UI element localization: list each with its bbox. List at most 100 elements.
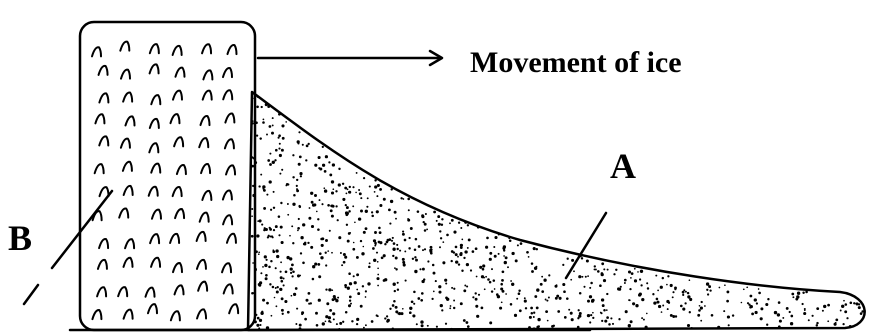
stipple-dot: [376, 260, 379, 263]
stipple-dot: [459, 251, 463, 255]
stipple-dot: [516, 297, 519, 300]
stipple-dot: [789, 322, 794, 326]
stipple-dot: [310, 224, 315, 229]
stipple-dot: [688, 311, 691, 314]
stipple-dot: [578, 312, 582, 315]
stipple-dot: [441, 309, 444, 312]
stipple-dot: [317, 155, 321, 160]
stipple-dot: [501, 289, 505, 293]
stipple-dot: [653, 301, 657, 305]
stipple-dot: [603, 309, 606, 312]
stipple-dot: [308, 207, 311, 209]
stipple-dot: [666, 308, 669, 311]
stipple-dot: [464, 220, 468, 224]
stipple-dot: [438, 285, 442, 289]
stipple-dot: [547, 296, 550, 299]
stipple-dot: [352, 247, 356, 251]
ice-caret: [119, 68, 131, 80]
deposit-outline: [246, 90, 866, 332]
stipple-dot: [297, 229, 299, 232]
stipple-dot: [280, 308, 284, 312]
stipple-dot: [452, 306, 456, 310]
stipple-dot: [401, 307, 404, 310]
stipple-dot: [260, 105, 263, 109]
stipple-dot: [342, 260, 346, 264]
stipple-dot: [356, 288, 359, 291]
stipple-dot: [518, 309, 522, 313]
stipple-dot: [827, 303, 830, 307]
stipple-dot: [336, 219, 339, 222]
stipple-dot: [569, 311, 573, 315]
stipple-dot: [318, 199, 321, 202]
stipple-dot: [355, 171, 358, 174]
movement-arrow-head: [428, 49, 444, 67]
stipple-dot: [251, 215, 253, 218]
stipple-dot: [264, 103, 268, 107]
stipple-dot: [400, 312, 404, 316]
stipple-dot: [590, 314, 593, 317]
stipple-dot: [271, 285, 275, 289]
stipple-dot: [746, 286, 749, 289]
stipple-dot: [332, 318, 335, 321]
stipple-dot: [842, 322, 845, 326]
ice-caret: [98, 135, 110, 147]
stipple-dot: [669, 283, 673, 288]
stipple-dot: [272, 228, 276, 232]
stipple-dot: [263, 228, 266, 232]
stipple-dot: [513, 313, 518, 317]
stipple-dot: [285, 121, 288, 123]
stipple-dot: [604, 319, 608, 323]
stipple-dot: [662, 304, 665, 307]
stipple-dot: [361, 252, 365, 256]
stipple-dot: [760, 307, 764, 311]
stipple-dot: [639, 269, 644, 273]
stipple-dot: [859, 312, 863, 315]
stipple-dot: [280, 148, 284, 152]
stipple-dot: [413, 290, 416, 294]
movement-label: Movement of ice: [470, 46, 682, 79]
stipple-dot: [289, 257, 293, 261]
stipple-dot: [577, 309, 580, 312]
stipple-dot: [472, 296, 475, 299]
stipple-dot: [463, 289, 467, 293]
stipple-dot: [623, 278, 627, 282]
stipple-dot: [392, 282, 396, 286]
stipple-dot: [451, 286, 454, 289]
stipple-dot: [373, 258, 377, 262]
stipple-dot: [541, 290, 545, 293]
stipple-dot: [731, 314, 735, 317]
stipple-dot: [844, 303, 848, 306]
stipple-dot: [303, 241, 307, 245]
stipple-dot: [320, 243, 324, 247]
stipple-dot: [344, 203, 347, 207]
stipple-dot: [724, 284, 726, 287]
stipple-dot: [601, 319, 604, 323]
stipple-dot: [475, 304, 479, 308]
stipple-dot: [477, 293, 481, 296]
stipple-dot: [359, 304, 363, 308]
stipple-dot: [464, 250, 468, 254]
stipple-dot: [330, 214, 334, 218]
stipple-dot: [292, 154, 295, 157]
stipple-dot: [571, 258, 575, 262]
stipple-dot: [795, 297, 799, 301]
stipple-dot: [280, 201, 283, 205]
stipple-dot: [503, 249, 506, 252]
stipple-dot: [364, 227, 368, 231]
stipple-dot: [454, 245, 458, 249]
stipple-dot: [382, 254, 386, 258]
stipple-dot: [573, 270, 575, 273]
stipple-dot: [268, 180, 272, 184]
stipple-dot: [341, 264, 344, 267]
stipple-dot: [429, 245, 433, 249]
stipple-dot: [315, 311, 318, 315]
stipple-dot: [796, 291, 801, 295]
stipple-dot: [446, 233, 449, 237]
stipple-dot: [281, 312, 284, 315]
stipple-dot: [684, 290, 687, 293]
stipple-dot: [269, 235, 272, 238]
stipple-dot: [324, 320, 327, 323]
stipple-dot: [699, 306, 703, 310]
stipple-dot: [562, 263, 565, 267]
stipple-dot: [666, 283, 668, 286]
